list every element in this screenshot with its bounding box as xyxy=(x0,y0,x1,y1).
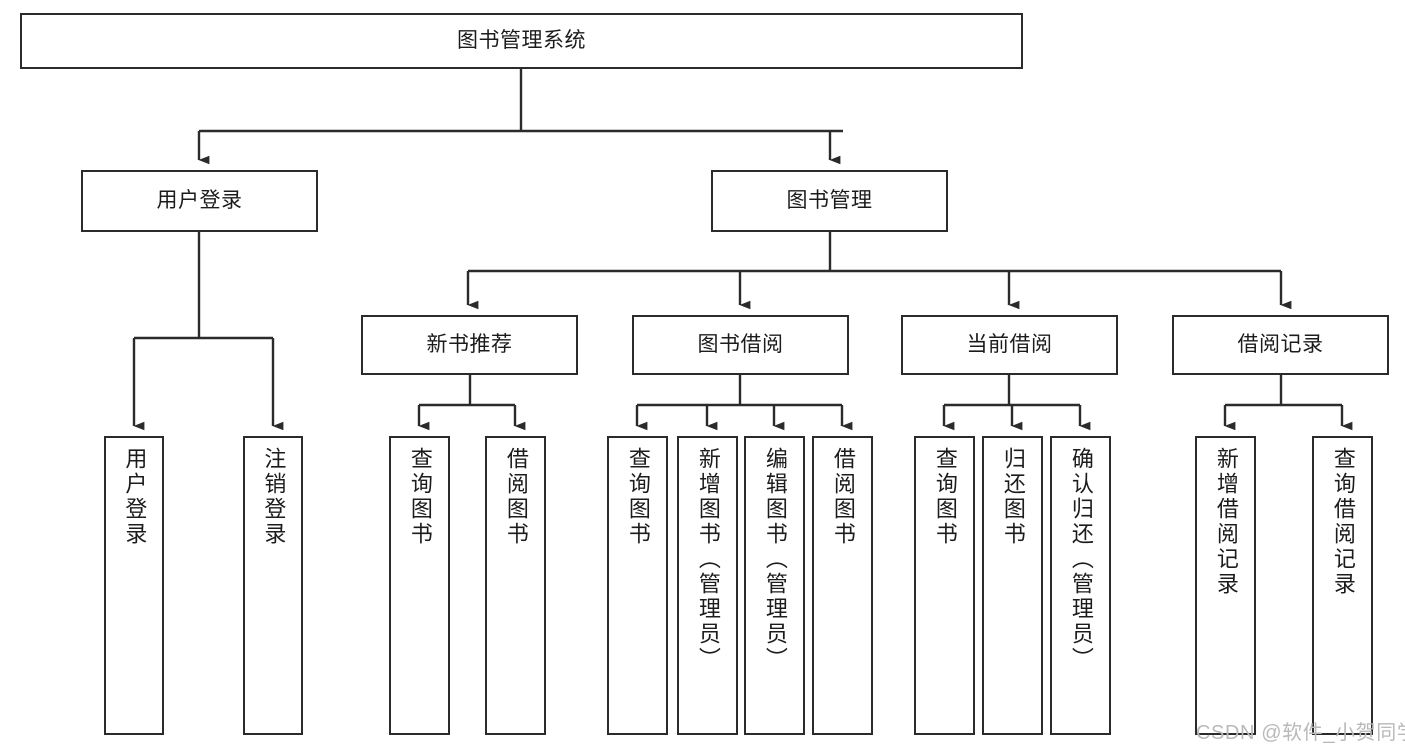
csdn-watermark: CSDN @软件_小贺同学 xyxy=(1196,722,1405,744)
leaf-query-book-3-label: 查询图书 xyxy=(932,447,958,547)
leaf-query-book-2-label: 查询图书 xyxy=(625,447,651,547)
leaf-query-book-2[interactable]: 查询图书 xyxy=(607,436,668,735)
leaf-user-logout[interactable]: 注销登录 xyxy=(243,436,303,735)
node-root-label: 图书管理系统 xyxy=(457,29,586,53)
leaf-add-record[interactable]: 新增借阅记录 xyxy=(1195,436,1256,735)
leaf-user-login-label: 用户登录 xyxy=(122,447,148,547)
leaf-add-record-label: 新增借阅记录 xyxy=(1213,447,1239,597)
leaf-return-book[interactable]: 归还图书 xyxy=(982,436,1043,735)
leaf-add-book[interactable]: 新增图书（管理员） xyxy=(677,436,738,735)
node-book-borrow-label: 图书借阅 xyxy=(697,333,784,357)
leaf-borrow-book-2-label: 借阅图书 xyxy=(830,447,856,547)
node-book-manage[interactable]: 图书管理 xyxy=(711,170,948,232)
leaf-add-book-label: 新增图书（管理员） xyxy=(695,447,721,672)
leaf-user-login[interactable]: 用户登录 xyxy=(104,436,164,735)
leaf-edit-book[interactable]: 编辑图书（管理员） xyxy=(744,436,805,735)
node-root[interactable]: 图书管理系统 xyxy=(20,13,1023,69)
node-current-borrow[interactable]: 当前借阅 xyxy=(901,315,1118,375)
leaf-confirm-return-label: 确认归还（管理员） xyxy=(1068,447,1094,672)
leaf-borrow-book-1-label: 借阅图书 xyxy=(503,447,529,547)
node-user-login[interactable]: 用户登录 xyxy=(81,170,318,232)
node-book-borrow[interactable]: 图书借阅 xyxy=(632,315,849,375)
leaf-confirm-return[interactable]: 确认归还（管理员） xyxy=(1050,436,1111,735)
leaf-user-logout-label: 注销登录 xyxy=(261,447,287,547)
leaf-query-record-label: 查询借阅记录 xyxy=(1330,447,1356,597)
leaf-borrow-book-2[interactable]: 借阅图书 xyxy=(812,436,873,735)
node-borrow-record-label: 借阅记录 xyxy=(1237,333,1324,357)
leaf-query-record[interactable]: 查询借阅记录 xyxy=(1312,436,1373,735)
leaf-edit-book-label: 编辑图书（管理员） xyxy=(762,447,788,672)
leaf-query-book-1[interactable]: 查询图书 xyxy=(389,436,450,735)
node-borrow-record[interactable]: 借阅记录 xyxy=(1172,315,1389,375)
node-user-login-label: 用户登录 xyxy=(156,189,243,213)
node-new-book-rec-label: 新书推荐 xyxy=(426,333,513,357)
leaf-query-book-3[interactable]: 查询图书 xyxy=(914,436,975,735)
node-book-manage-label: 图书管理 xyxy=(786,189,873,213)
node-new-book-rec[interactable]: 新书推荐 xyxy=(361,315,578,375)
leaf-return-book-label: 归还图书 xyxy=(1000,447,1026,547)
node-current-borrow-label: 当前借阅 xyxy=(966,333,1053,357)
leaf-query-book-1-label: 查询图书 xyxy=(407,447,433,547)
leaf-borrow-book-1[interactable]: 借阅图书 xyxy=(485,436,546,735)
